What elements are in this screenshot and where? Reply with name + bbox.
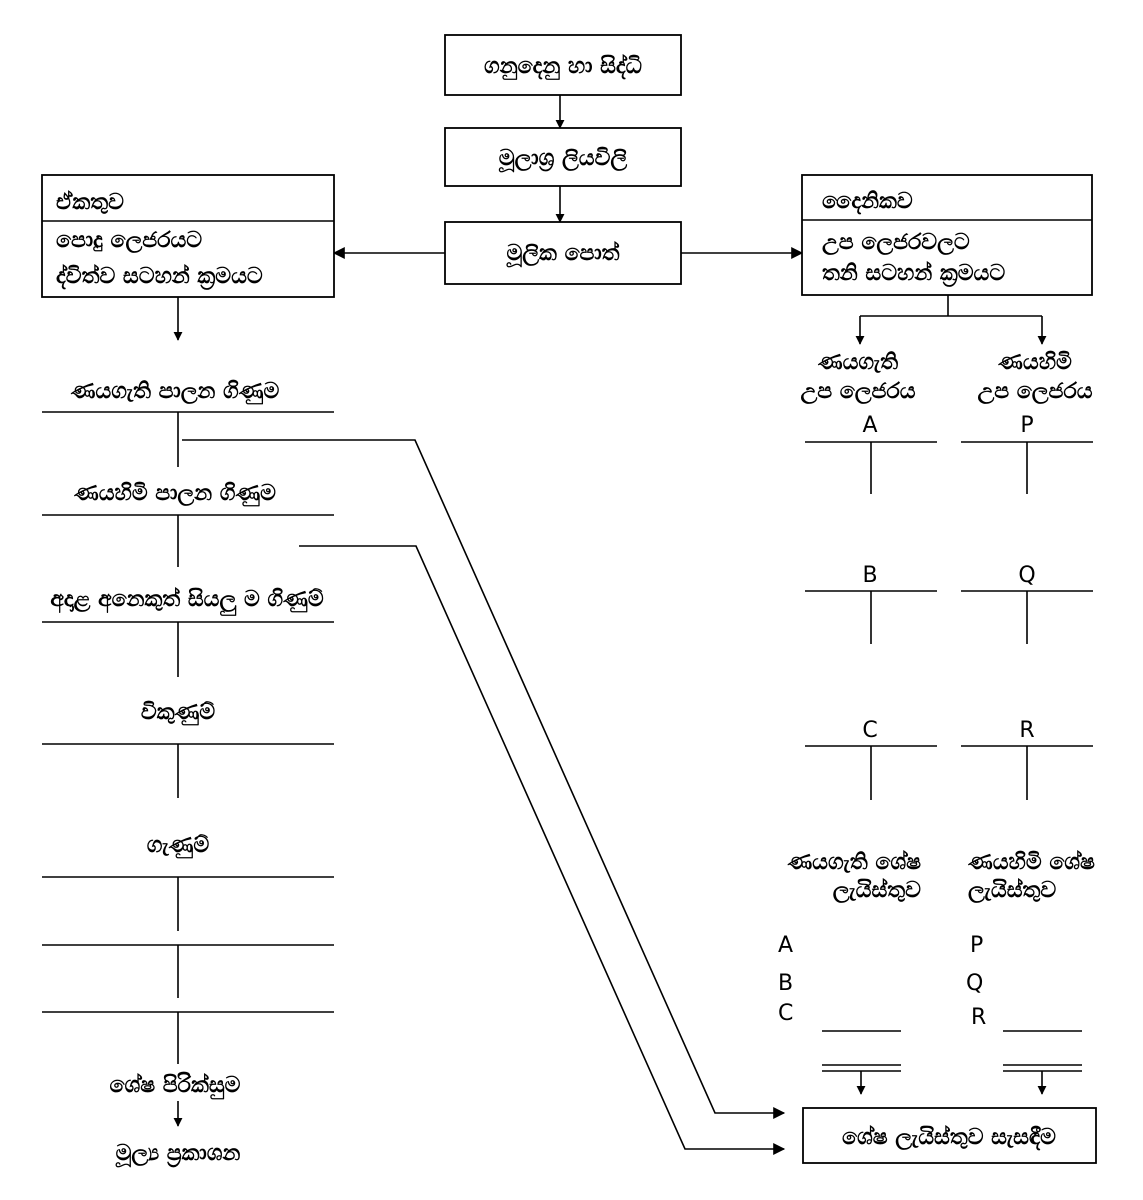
daily-line2: තනි සටහන් ක්‍රමයට [822, 260, 1005, 288]
creditors-control-to-reconciliation-connector [299, 545, 786, 1155]
svg-text:උප ලෙජරය: උප ලෙජරය [977, 379, 1092, 405]
creditors-subledger-title: ණයහිමි උප ලෙජරය [977, 350, 1092, 405]
reconciliation-box: ශේෂ ලැයිස්තුව සැසඳීම [802, 1107, 1097, 1164]
debtors-balance-list: ණයගැති ශේෂ ලැයිස්තුව A B C [778, 849, 921, 1095]
creditor-account-p-label: P [1020, 413, 1033, 438]
svg-text:C: C [778, 1001, 793, 1026]
svg-text:උප ලෙජරය: උප ලෙජරය [800, 379, 915, 405]
sales-account-title: විකුණුම් [141, 700, 215, 726]
svg-text:Q: Q [966, 971, 983, 996]
integrated-box: ඒකතුව පොදු ලෙජරයට ද්විත්ව සටහන් ක්‍රමයට [41, 174, 335, 298]
debtors-t-accounts: A B C [805, 413, 937, 800]
integrated-title: ඒකතුව [56, 189, 124, 215]
integrated-line1: පොදු ලෙජරයට [56, 228, 202, 254]
creditors-control-account-title: ණයහිමි පාලන ගිණුම [74, 481, 276, 507]
svg-text:ණයහිමි: ණයහිමි [998, 350, 1072, 375]
daily-split-connector [855, 295, 1047, 345]
debtors-control-account-title: ණයගැති පාලන ගිණුම [71, 379, 280, 405]
debtors-balance-list-title-line1: ණයගැති ශේෂ [787, 849, 921, 875]
creditors-balance-list: ණයහිමි ශේෂ ලැයිස්තුව P Q R [966, 849, 1095, 1095]
source-documents-box: මූලාශ්‍ර ලියවිලි [444, 127, 682, 187]
prime-books-label: මූලික පොත් [506, 240, 619, 268]
svg-text:ණයගැති: ණයගැති [818, 350, 898, 375]
debtor-account-a-label: A [862, 413, 877, 438]
daily-box: දෛනිකව උප ලෙජරවලට තනි සටහන් ක්‍රමයට [801, 174, 1093, 296]
debtors-control-to-reconciliation-connector [182, 439, 786, 1119]
svg-text:P: P [970, 933, 983, 958]
svg-text:B: B [778, 971, 793, 996]
integrated-line2: ද්විත්ව සටහන් ක්‍රමයට [56, 263, 263, 291]
svg-text:A: A [778, 933, 793, 958]
creditor-account-q-label: Q [1018, 563, 1035, 588]
other-accounts-title: අදාළ අනෙකුත් සියලු ම ගිණුම් [50, 586, 324, 617]
creditors-balance-list-title-line1: ණයහිමි ශේෂ [968, 849, 1095, 875]
creditor-account-r-label: R [1019, 718, 1034, 743]
creditors-t-accounts: P Q R [961, 413, 1093, 800]
debtors-subledger-title: ණයගැති උප ලෙජරය [800, 350, 915, 405]
general-ledger-accounts: ණයගැති පාලන ගිණුම ණයහිමි පාලන ගිණුම අදාළ… [42, 379, 334, 1064]
reconciliation-label: ශේෂ ලැයිස්තුව සැසඳීම [842, 1124, 1056, 1151]
source-documents-label: මූලාශ්‍ර ලියවිලි [499, 146, 628, 173]
svg-text:R: R [971, 1005, 986, 1030]
debtor-account-c-label: C [862, 718, 877, 743]
trial-balance-label: ශේෂ පිරික්සුම [110, 1071, 241, 1100]
transactions-label: ගනුදෙනු හා සිද්ධි [484, 53, 642, 81]
financial-statements-label: මූල්‍ය ප්‍රකාශන [115, 1141, 240, 1168]
daily-title: දෛනිකව [822, 189, 913, 215]
creditors-balance-list-title-line2: ලැයිස්තුව [968, 877, 1056, 904]
debtors-balance-list-title-line2: ලැයිස්තුව [833, 877, 921, 904]
purchases-account-title: ගැණුම් [147, 833, 210, 859]
prime-books-box: මූලික පොත් [444, 221, 682, 285]
debtor-account-b-label: B [862, 563, 877, 588]
daily-line1: උප ලෙජරවලට [822, 230, 970, 256]
transactions-box: ගනුදෙනු හා සිද්ධි [444, 34, 682, 96]
